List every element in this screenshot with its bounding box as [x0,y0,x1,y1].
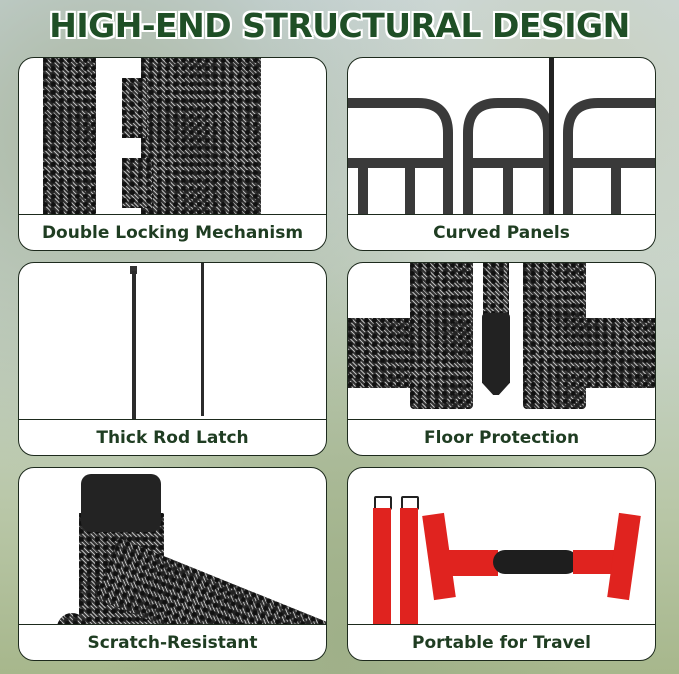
feature-panel-curved: Curved Panels [347,57,656,251]
locking-mechanism-image [19,58,326,215]
feature-panel-scratch-resistant: Scratch-Resistant [18,467,327,661]
feature-caption: Floor Protection [348,419,655,455]
feature-caption: Curved Panels [348,214,655,250]
feature-panel-portable: Portable for Travel [347,467,656,661]
feature-caption: Scratch-Resistant [19,624,326,660]
feature-panel-floor-protection: Floor Protection [347,262,656,456]
feature-caption: Double Locking Mechanism [19,214,326,250]
feature-caption: Portable for Travel [348,624,655,660]
page-title: HIGH-END STRUCTURAL DESIGN [49,6,630,45]
carry-straps-image [348,468,655,625]
rod-latch-image [19,263,326,420]
feature-panel-locking: Double Locking Mechanism [18,57,327,251]
curved-panels-image [348,58,655,215]
floor-protection-image [348,263,655,420]
scratch-resistant-image [19,468,326,625]
feature-caption: Thick Rod Latch [19,419,326,455]
feature-panel-rod-latch: Thick Rod Latch [18,262,327,456]
